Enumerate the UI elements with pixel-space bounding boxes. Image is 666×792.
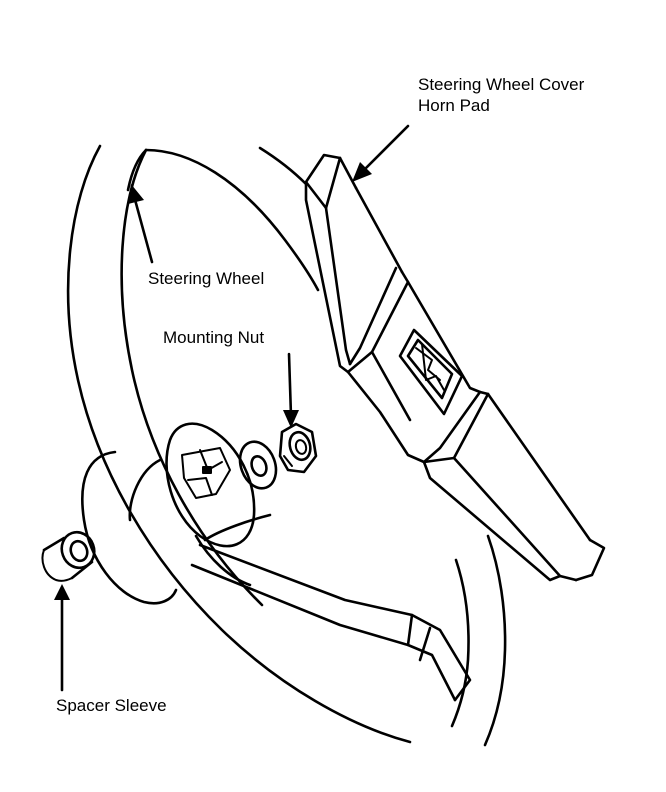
horn-pad-cover bbox=[304, 153, 606, 582]
mounting-nut-label: Mounting Nut bbox=[163, 328, 265, 347]
mounting-nut bbox=[278, 422, 318, 474]
spacer-sleeve-label: Spacer Sleeve bbox=[56, 696, 167, 715]
steering-wheel-label: Steering Wheel bbox=[148, 269, 265, 288]
steering-hub bbox=[128, 422, 256, 587]
spacer-base bbox=[81, 450, 178, 605]
cover-label-line1: Steering Wheel Cover bbox=[418, 75, 585, 94]
washer bbox=[238, 440, 278, 490]
leader-arrows bbox=[54, 124, 410, 692]
spacer-sleeve bbox=[41, 530, 96, 582]
steering-wheel-rim bbox=[66, 144, 507, 747]
cover-horn-pad-label: Steering Wheel Cover Horn Pad bbox=[418, 74, 584, 116]
cover-label-line2: Horn Pad bbox=[418, 96, 490, 115]
lower-spoke bbox=[190, 513, 472, 702]
